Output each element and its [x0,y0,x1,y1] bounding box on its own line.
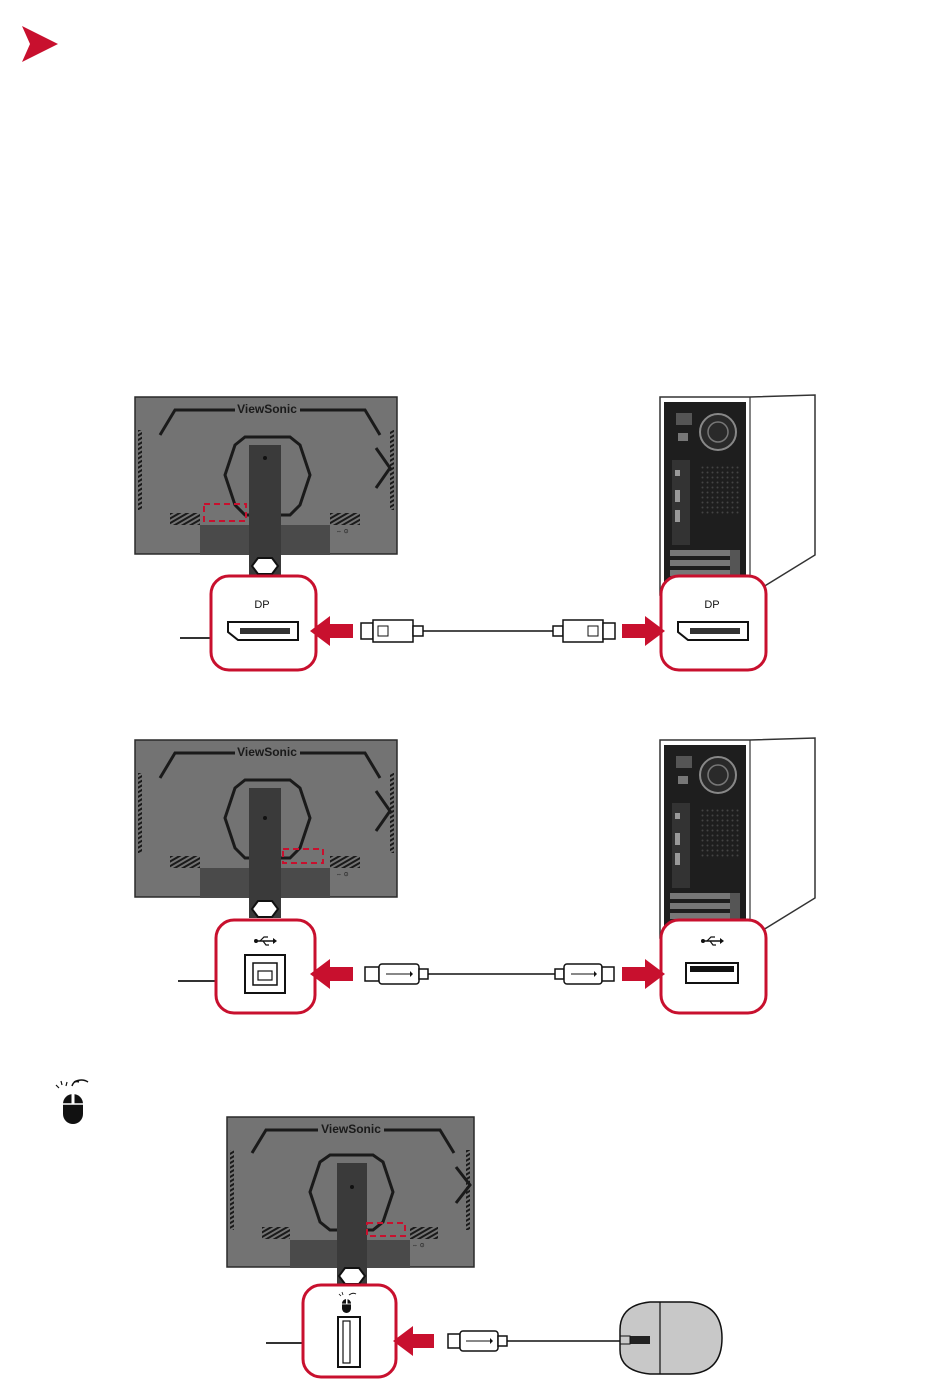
diagram-displayport: ViewSonic ⇔ ⊙ DP [0,380,950,680]
pc-usb-a-port-callout [661,920,766,1013]
usb-b-to-a-cable-icon [365,964,614,984]
monitor-usb-b-port-callout [178,920,315,1013]
arrow-left-icon [393,1326,434,1356]
svg-text:⇔ ⊙: ⇔ ⊙ [336,872,349,878]
monitor-logo: ViewSonic [237,745,297,759]
pc-dp-label: DP [704,599,719,611]
monitor-dp-port-callout: DP [180,576,316,670]
monitor-back: ViewSonic ⇔ ⊙ [135,740,397,918]
svg-text:⇔ ⊙: ⇔ ⊙ [412,1243,425,1249]
usb-mouse-icon [448,1302,722,1374]
monitor-dp-label: DP [254,599,269,611]
svg-text:⇔ ⊙: ⇔ ⊙ [336,529,349,535]
monitor-back: ViewSonic ⇔ ⊙ [227,1117,474,1288]
diagram-usb-mouse: ViewSonic ⇔ ⊙ [0,1110,950,1387]
diagram-usb-upstream: ViewSonic ⇔ ⊙ [0,723,950,1023]
pc-tower [660,395,815,595]
pc-dp-port-callout: DP [661,576,766,670]
pc-tower [660,738,815,938]
chevron-right-icon [20,24,60,64]
arrow-right-icon [622,616,665,646]
monitor-usb-a-port-callout [266,1285,396,1377]
arrow-right-icon [622,959,665,989]
monitor-logo: ViewSonic [237,402,297,416]
monitor-logo: ViewSonic [321,1122,381,1136]
monitor-back: ViewSonic ⇔ ⊙ [135,397,397,575]
displayport-cable-icon [361,620,615,642]
